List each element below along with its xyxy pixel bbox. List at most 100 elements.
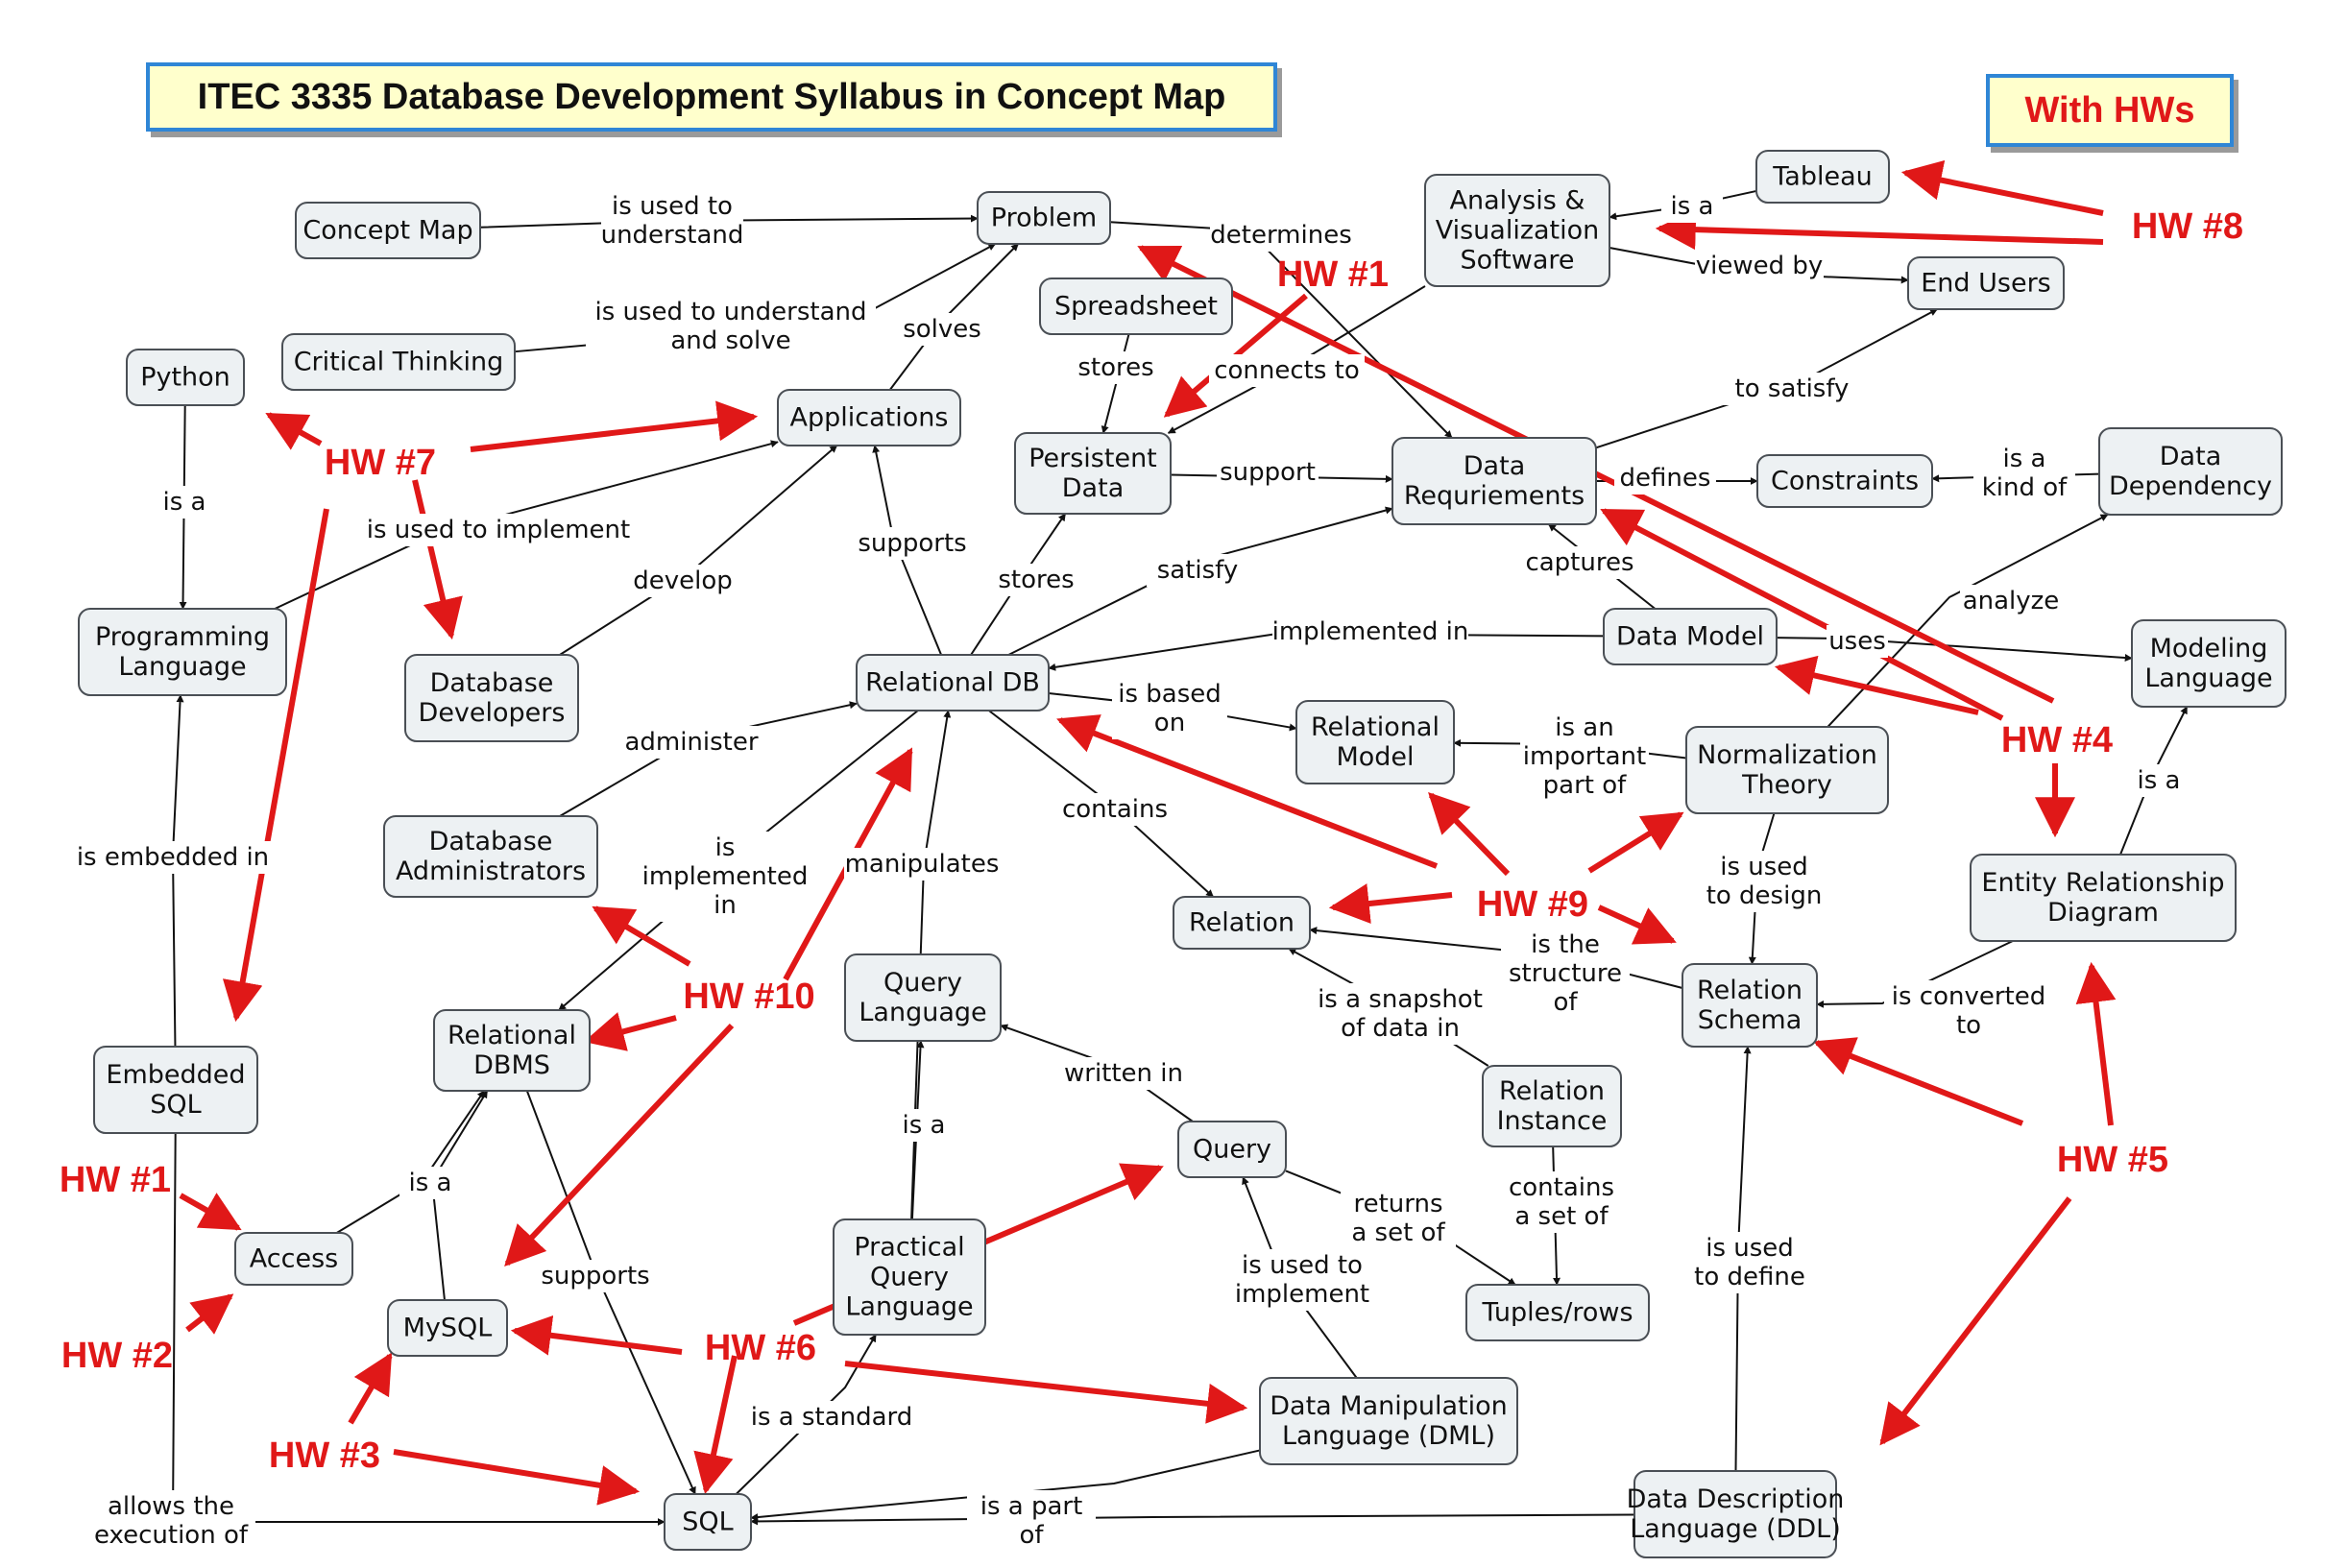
node-modeling-language-line: Language (2144, 663, 2272, 693)
link-label-background (898, 313, 986, 346)
link-label-background (2128, 764, 2190, 797)
link-label-is-a-query-language-line: is a (903, 1111, 946, 1140)
hw-arrow (1774, 655, 1979, 715)
node-relational-dbms-line: DBMS (473, 1050, 550, 1080)
link-label-returns-a-set-of-line: a set of (1351, 1218, 1445, 1247)
node-box (93, 1046, 258, 1134)
link-label-is-a-snapshot-of-data-in-line: of data in (1341, 1014, 1460, 1043)
link-label-stores-spreadsheet-line: stores (1077, 353, 1153, 382)
link-label-is-used-to-understand-and-solve-line: is used to understand (595, 298, 867, 326)
page-title: ITEC 3335 Database Development Syllabus … (146, 62, 1277, 132)
link-label-manipulates-line: manipulates (845, 850, 1000, 879)
link-label-background (1661, 190, 1723, 223)
node-box (1177, 1121, 1287, 1178)
link-label-background (632, 565, 734, 597)
link-label-is-a-python-line: is a (163, 488, 206, 517)
link-label-is-embedded-in: is embedded in (75, 841, 271, 874)
link-label-is-a-erd: is a (2128, 764, 2190, 797)
hw-arrow (179, 1193, 242, 1231)
hw-arrow (265, 412, 323, 450)
link-label-viewed-by: viewed by (1695, 250, 1824, 282)
link-label-supports-apps-line: supports (858, 529, 966, 558)
node-box (664, 1493, 752, 1551)
node-python-line: Python (140, 363, 230, 393)
node-tuples-rows-line: Tuples/rows (1481, 1298, 1633, 1328)
link-label-uses: uses (1827, 625, 1888, 658)
node-constraints: Constraints (1756, 454, 1933, 508)
link-label-contains-a-set-of-line: contains (1509, 1173, 1614, 1202)
link-label-develop-line: develop (633, 567, 733, 595)
link-label-is-used-to-understand-line: is used to (612, 192, 733, 221)
link-label-background (967, 1490, 1096, 1552)
node-box (977, 191, 1111, 245)
node-tableau-line: Tableau (1772, 162, 1872, 192)
link-label-returns-a-set-of-line: returns (1353, 1190, 1442, 1218)
node-box (1970, 854, 2237, 942)
node-er-diagram-line: Entity Relationship (1981, 868, 2224, 898)
link-label-is-implemented-in-line: implemented (642, 862, 809, 891)
node-database-developers-line: Developers (419, 698, 566, 728)
link-label-connects-to: connects to (1209, 354, 1365, 387)
hw-arrow (583, 1012, 677, 1051)
node-box (1682, 963, 1818, 1048)
node-relational-db: Relational DB (856, 654, 1050, 712)
node-box (1907, 256, 2065, 310)
node-data-dependency-line: Data (2160, 442, 2221, 471)
node-box (777, 389, 961, 446)
node-tuples-rows: Tuples/rows (1465, 1284, 1650, 1341)
link-label-satisfy-line: satisfy (1157, 556, 1239, 585)
hw-arrow (1587, 811, 1684, 874)
node-tableau: Tableau (1755, 150, 1890, 204)
link-label-background (538, 1260, 653, 1292)
link-label-background (601, 190, 743, 252)
link-label-written-in: written in (1053, 1057, 1195, 1090)
link-label-is-a-snapshot-of-data-in-line: is a snapshot (1318, 985, 1483, 1014)
node-er-diagram-line: Diagram (2047, 898, 2159, 928)
node-box (1482, 1065, 1622, 1147)
node-query-language-line: Query (883, 968, 962, 998)
node-persistent-data-line: Persistent (1028, 444, 1157, 473)
link-label-is-a-python: is a (154, 486, 215, 519)
link-label-background (1501, 929, 1630, 1019)
link-access-to-relational-dbms (336, 1090, 486, 1234)
hw-arrow (510, 1315, 683, 1356)
link-label-to-satisfy: to satisfy (1721, 373, 1863, 405)
link-ddl-to-sql (750, 1513, 1635, 1526)
node-access: Access (234, 1232, 353, 1286)
node-programming-language-line: Language (118, 652, 246, 682)
link-label-background (1209, 354, 1365, 387)
link-label-is-a-standard-line: is a standard (751, 1403, 913, 1432)
link-label-determines: determines (1210, 219, 1352, 252)
hw-arrow (1813, 1037, 2024, 1126)
node-ddl-line: Language (DDL) (1630, 1514, 1841, 1544)
node-end-users-line: End Users (1921, 269, 2051, 299)
link-label-is-based-on-line: is based (1118, 680, 1222, 709)
node-access-line: Access (250, 1244, 338, 1274)
link-label-is-the-structure-of-line: of (1553, 988, 1578, 1017)
node-box (1391, 437, 1597, 525)
link-label-contains-reldb: contains (1057, 793, 1173, 826)
link-label-captures-line: captures (1525, 548, 1633, 577)
link-label-stores-reldb-line: stores (998, 566, 1074, 594)
link-er-diagram-to-relation-schema (1816, 940, 2014, 1008)
node-relation-schema-line: Relation (1697, 976, 1803, 1005)
hw-label-hw-9: HW #9 (1477, 884, 1588, 925)
hw-label-hw-1-left: HW #1 (60, 1160, 171, 1200)
link-label-is-a-query-language: is a (893, 1109, 955, 1142)
node-box (234, 1232, 353, 1286)
node-box (383, 815, 598, 898)
hw-arrow (222, 508, 329, 1023)
link-label-background (1520, 712, 1649, 802)
link-label-background (1072, 351, 1160, 384)
link-sql-to-practical-query-language (735, 1334, 877, 1495)
link-label-allows-the-execution-of-line: allows the (108, 1492, 234, 1521)
node-data-model-line: Data Model (1616, 622, 1764, 652)
